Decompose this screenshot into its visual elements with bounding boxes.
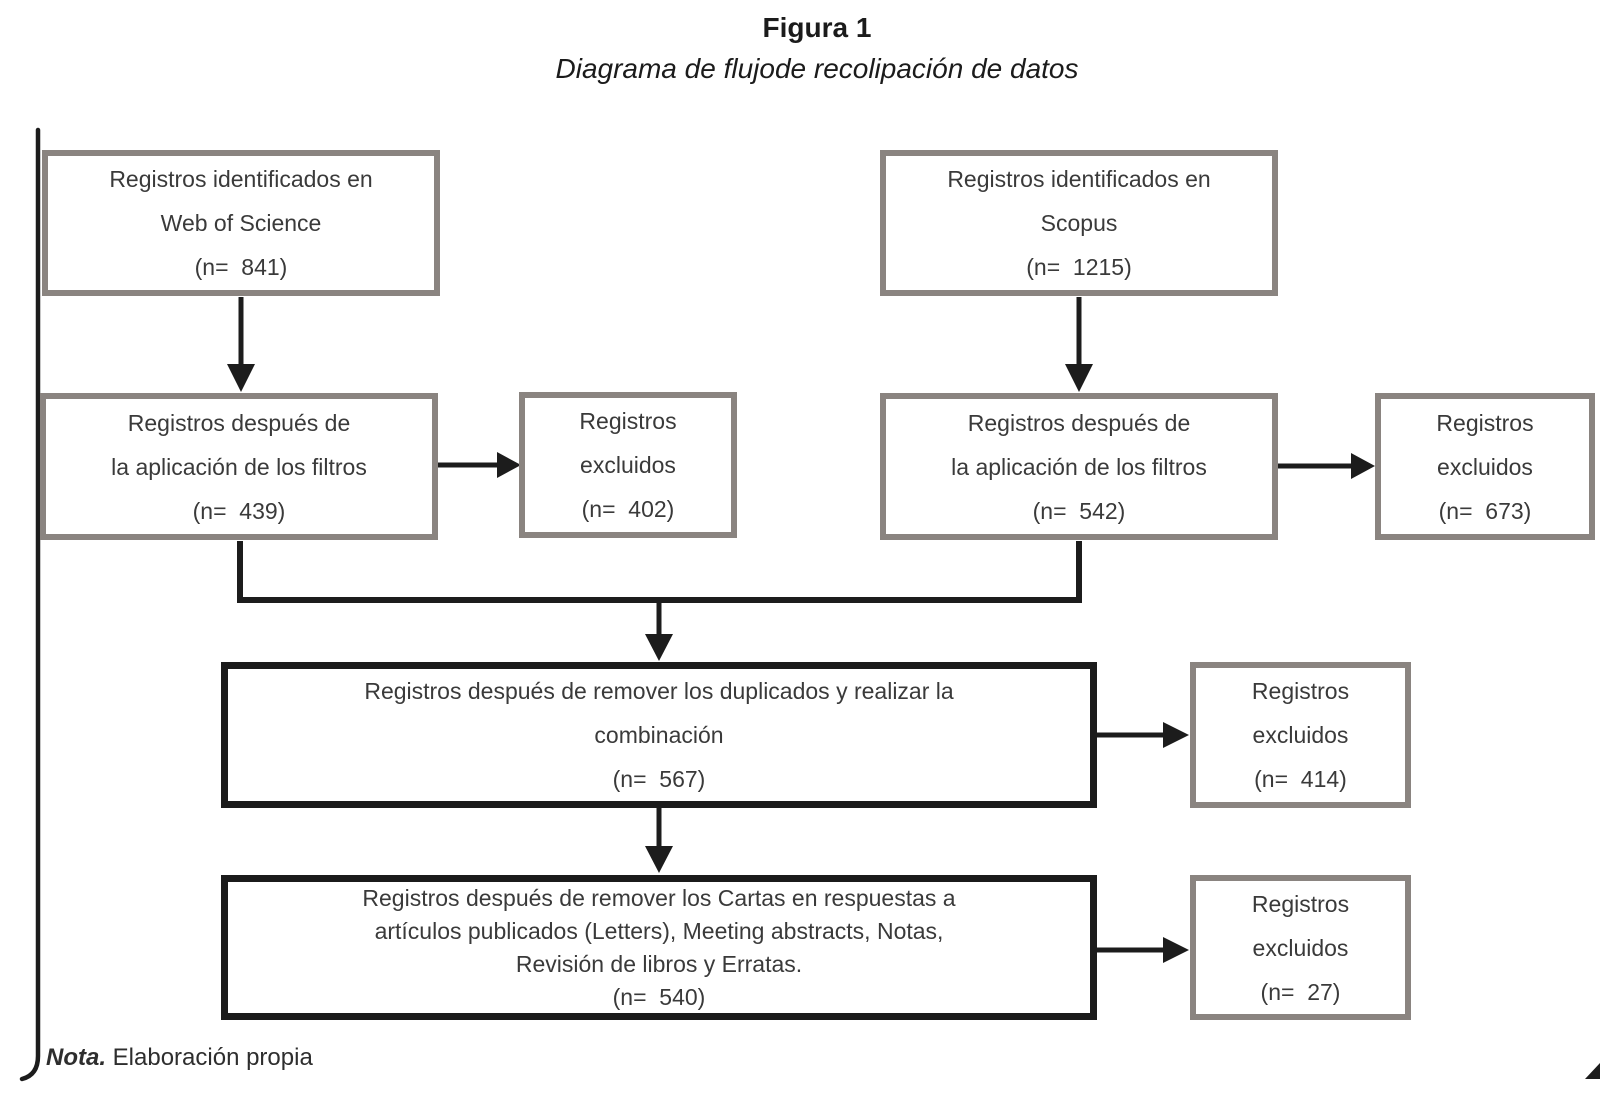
arrowhead-merge-down: [645, 634, 673, 661]
box-line: (n= 439): [192, 497, 286, 524]
box-scopus-filtered: Registros después de la aplicación de lo…: [880, 393, 1278, 540]
box-line: (n= 540): [612, 983, 706, 1010]
note-text: Elaboración propia: [106, 1044, 313, 1071]
box-line: Registros después de remover los duplica…: [364, 678, 954, 704]
box-letters-excluded: Registros excluidos (n= 27): [1190, 875, 1411, 1020]
box-line: Revisión de libros y Erratas.: [515, 950, 803, 977]
box-line: artículos publicados (Letters), Meeting …: [374, 917, 944, 944]
connector-merge: [237, 541, 1082, 603]
box-line: excluidos: [580, 452, 676, 478]
figure-title: Figura 1: [762, 12, 872, 43]
box-scopus-excluded: Registros excluidos (n= 673): [1375, 393, 1595, 540]
box-line: (n= 841): [194, 254, 288, 280]
figure-subtitle: Diagrama de flujode recolipación de dato…: [555, 53, 1079, 84]
box-wos-excluded: Registros excluidos (n= 402): [519, 392, 737, 538]
arrowhead-wos-down: [227, 364, 255, 392]
arrowhead-merged-excluded: [1163, 722, 1189, 748]
box-line: excluidos: [1252, 722, 1349, 748]
box-line: Registros: [1251, 890, 1350, 917]
box-line: Registros: [1251, 678, 1350, 704]
box-letters-removed: Registros después de remover los Cartas …: [221, 875, 1097, 1020]
figure-frame-line: [19, 127, 41, 1082]
arrowhead-merged-down: [645, 846, 673, 873]
box-line: (n= 1215): [1026, 254, 1132, 280]
note-label: Nota.: [46, 1044, 106, 1071]
box-line: (n= 27): [1260, 978, 1341, 1005]
box-line: excluidos: [1437, 453, 1533, 480]
box-merged-excluded: Registros excluidos (n= 414): [1190, 662, 1411, 808]
box-line: Web of Science: [160, 210, 322, 236]
arrowhead-wos-excluded: [497, 452, 521, 478]
box-line: la aplicación de los filtros: [111, 453, 367, 480]
box-line: Registros después de: [967, 409, 1191, 436]
box-line: (n= 402): [581, 496, 675, 522]
box-line: la aplicación de los filtros: [951, 453, 1207, 480]
box-line: excluidos: [1252, 934, 1349, 961]
box-line: Registros después de remover los Cartas …: [362, 884, 956, 911]
box-line: Registros identificados en: [109, 166, 373, 192]
box-line: (n= 414): [1254, 766, 1347, 792]
box-line: combinación: [594, 722, 724, 748]
box-line: (n= 567): [612, 766, 706, 792]
box-line: Registros: [1436, 409, 1534, 436]
arrowhead-letters-excluded: [1163, 937, 1189, 963]
box-line: Registros después de: [127, 409, 351, 436]
box-scopus-identified: Registros identificados en Scopus (n= 12…: [880, 150, 1278, 296]
box-line: (n= 673): [1438, 497, 1532, 524]
box-line: Registros identificados en: [947, 166, 1211, 192]
box-wos-identified: Registros identificados en Web of Scienc…: [42, 150, 440, 296]
box-merged: Registros después de remover los duplica…: [221, 662, 1097, 808]
box-line: (n= 542): [1032, 497, 1126, 524]
arrowhead-scopus-excluded: [1351, 453, 1375, 479]
arrowhead-scopus-down: [1065, 364, 1093, 392]
corner-mark: [1585, 1063, 1600, 1079]
figure-note: Nota. Elaboración propia: [46, 1044, 313, 1072]
box-line: Scopus: [1040, 210, 1118, 236]
box-wos-filtered: Registros después de la aplicación de lo…: [40, 393, 438, 540]
box-line: Registros: [579, 408, 677, 434]
